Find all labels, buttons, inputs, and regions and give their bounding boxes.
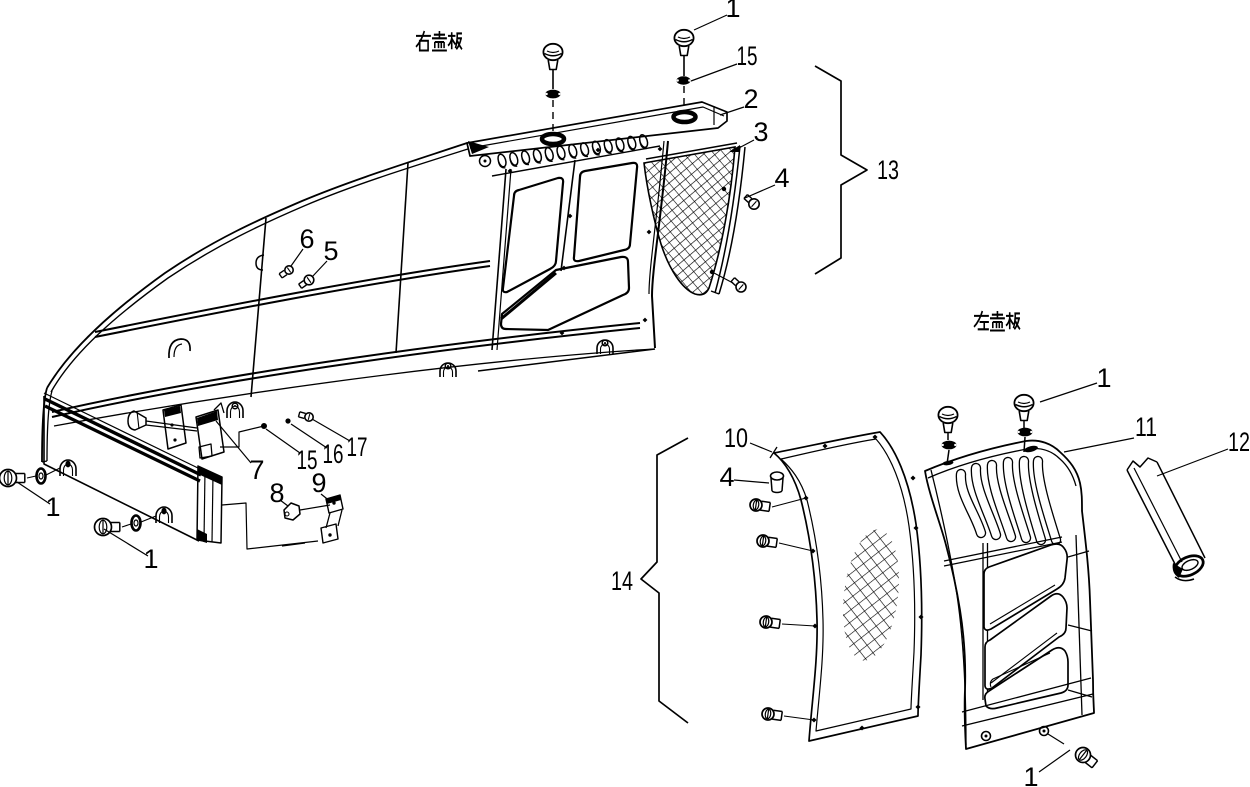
svg-text:12: 12	[1228, 427, 1250, 457]
svg-text:4: 4	[774, 163, 789, 193]
svg-text:1: 1	[1096, 363, 1111, 393]
svg-text:4: 4	[719, 462, 734, 492]
svg-text:15: 15	[297, 445, 318, 475]
svg-text:16: 16	[323, 439, 344, 469]
svg-text:2: 2	[743, 84, 758, 114]
svg-text:6: 6	[299, 224, 314, 254]
svg-text:10: 10	[724, 423, 748, 453]
svg-text:7: 7	[249, 455, 264, 485]
svg-text:1: 1	[725, 0, 740, 23]
svg-text:1: 1	[45, 492, 60, 522]
svg-text:14: 14	[611, 566, 633, 596]
svg-text:1: 1	[143, 544, 158, 574]
svg-text:9: 9	[311, 468, 326, 498]
svg-text:3: 3	[753, 117, 768, 147]
svg-text:5: 5	[323, 236, 338, 266]
svg-text:11: 11	[1135, 412, 1157, 442]
svg-text:17: 17	[347, 432, 368, 462]
svg-text:13: 13	[877, 155, 899, 185]
svg-text:8: 8	[269, 478, 284, 508]
svg-text:1: 1	[1023, 762, 1038, 787]
svg-text:15: 15	[737, 41, 758, 71]
